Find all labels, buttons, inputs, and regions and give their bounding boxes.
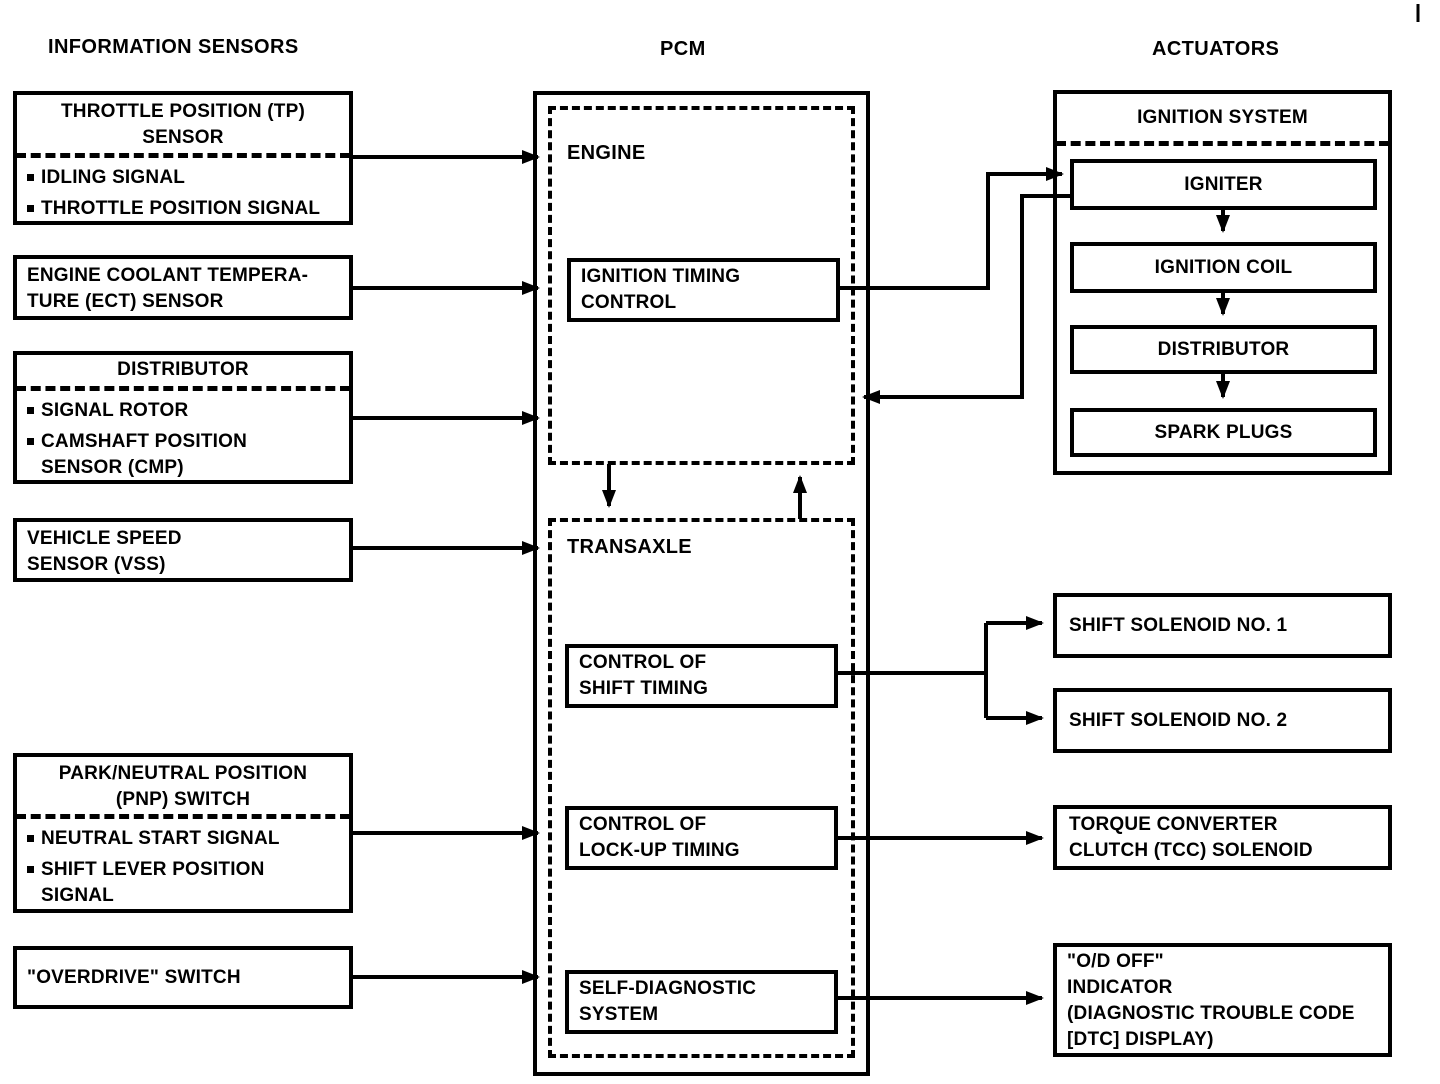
ignition-timing-control-label: IGNITION TIMING CONTROL <box>581 266 741 313</box>
column-header-actuators: ACTUATORS <box>1152 38 1280 60</box>
bullet-square-icon <box>27 205 34 212</box>
wire-igniter-feedback-to-pcm <box>862 194 1070 404</box>
tp-sensor-box: THROTTLE POSITION (TP) SENSOR IDLING SIG… <box>13 91 353 225</box>
vss-sensor-label: VEHICLE SPEED SENSOR (VSS) <box>27 528 182 575</box>
tp-sensor-title: THROTTLE POSITION (TP) SENSOR <box>61 101 305 148</box>
pnp-switch-divider <box>16 814 350 819</box>
bullet-square-icon <box>27 835 34 842</box>
wire-itc-to-igniter <box>840 167 1064 290</box>
spark-plugs-box: SPARK PLUGS <box>1070 408 1377 457</box>
bullet-square-icon <box>27 407 34 414</box>
bullet-square-icon <box>27 438 34 445</box>
control-of-shift-timing-label: CONTROL OF SHIFT TIMING <box>579 652 709 699</box>
tcc-solenoid-box: TORQUE CONVERTER CLUTCH (TCC) SOLENOID <box>1053 805 1392 870</box>
distributor-sensor-divider <box>16 386 350 391</box>
ect-sensor-box: ENGINE COOLANT TEMPERA- TURE (ECT) SENSO… <box>13 255 353 320</box>
bullet-square-icon <box>27 866 34 873</box>
od-off-indicator-box: "O/D OFF" INDICATOR (DIAGNOSTIC TROUBLE … <box>1053 943 1392 1057</box>
vss-sensor-box: VEHICLE SPEED SENSOR (VSS) <box>13 518 353 582</box>
pcm-transaxle-section <box>548 518 855 1058</box>
ignition-coil-label: IGNITION COIL <box>1154 256 1293 278</box>
overdrive-switch-box: "OVERDRIVE" SWITCH <box>13 946 353 1009</box>
ignition-timing-control-box: IGNITION TIMING CONTROL <box>567 258 840 322</box>
tp-bullet-throttle-position-signal: THROTTLE POSITION SIGNAL <box>27 196 343 222</box>
tcc-solenoid-label: TORQUE CONVERTER CLUTCH (TCC) SOLENOID <box>1069 813 1313 861</box>
shift-solenoid-2-box: SHIFT SOLENOID NO. 2 <box>1053 688 1392 753</box>
ignition-system-title: IGNITION SYSTEM <box>1056 94 1389 146</box>
igniter-label: IGNITER <box>1184 173 1263 195</box>
distributor-sensor-title: DISTRIBUTOR <box>117 359 249 380</box>
transaxle-section-label: TRANSAXLE <box>567 536 692 558</box>
self-diagnostic-system-label: SELF-DIAGNOSTIC SYSTEM <box>579 978 757 1025</box>
pnp-switch-title: PARK/NEUTRAL POSITION (PNP) SWITCH <box>58 763 308 810</box>
control-of-shift-timing-box: CONTROL OF SHIFT TIMING <box>565 644 838 708</box>
pnp-bullet-neutral-start-signal: NEUTRAL START SIGNAL <box>27 826 343 852</box>
spark-plugs-label: SPARK PLUGS <box>1154 421 1293 443</box>
distributor-sensor-box: DISTRIBUTOR SIGNAL ROTOR CAMSHAFT POSITI… <box>13 351 353 484</box>
distributor-actuator-box: DISTRIBUTOR <box>1070 325 1377 374</box>
pcm-outer-box <box>533 91 870 1076</box>
distributor-actuator-label: DISTRIBUTOR <box>1157 338 1290 360</box>
od-off-indicator-label: "O/D OFF" INDICATOR (DIAGNOSTIC TROUBLE … <box>1067 951 1355 1050</box>
control-of-lockup-timing-label: CONTROL OF LOCK-UP TIMING <box>579 814 740 861</box>
control-of-lockup-timing-box: CONTROL OF LOCK-UP TIMING <box>565 806 838 870</box>
shift-solenoid-2-label: SHIFT SOLENOID NO. 2 <box>1069 709 1288 731</box>
distributor-bullet-cmp-sensor: CAMSHAFT POSITION SENSOR (CMP) <box>27 429 343 481</box>
ect-sensor-label: ENGINE COOLANT TEMPERA- TURE (ECT) SENSO… <box>27 265 309 312</box>
shift-solenoid-1-box: SHIFT SOLENOID NO. 1 <box>1053 593 1392 658</box>
pnp-bullet-shift-lever-position-signal: SHIFT LEVER POSITION SIGNAL <box>27 857 343 909</box>
igniter-box: IGNITER <box>1070 159 1377 210</box>
column-header-pcm: PCM <box>660 38 706 60</box>
self-diagnostic-system-box: SELF-DIAGNOSTIC SYSTEM <box>565 970 838 1034</box>
distributor-bullet-signal-rotor: SIGNAL ROTOR <box>27 398 343 424</box>
shift-solenoid-1-label: SHIFT SOLENOID NO. 1 <box>1069 614 1288 636</box>
tp-sensor-divider <box>16 153 350 158</box>
overdrive-switch-label: "OVERDRIVE" SWITCH <box>27 966 241 988</box>
bullet-square-icon <box>27 174 34 181</box>
pnp-switch-box: PARK/NEUTRAL POSITION (PNP) SWITCH NEUTR… <box>13 753 353 913</box>
engine-section-label: ENGINE <box>567 142 646 164</box>
tp-bullet-idling-signal: IDLING SIGNAL <box>27 165 343 191</box>
column-header-information-sensors: INFORMATION SENSORS <box>48 36 299 58</box>
ignition-coil-box: IGNITION COIL <box>1070 242 1377 293</box>
